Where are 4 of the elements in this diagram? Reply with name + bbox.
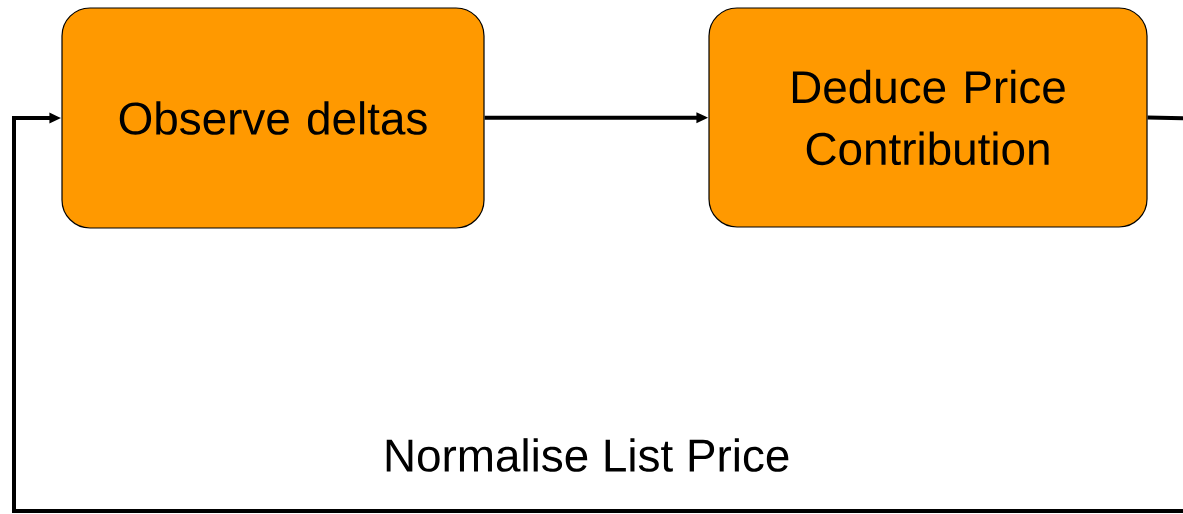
- process-box: Deduce Price Contribution: [708, 7, 1148, 228]
- edge-label: Normalise List Price: [386, 438, 789, 472]
- arrow: [12, 112, 1183, 513]
- process-box: Observe deltas: [61, 7, 485, 229]
